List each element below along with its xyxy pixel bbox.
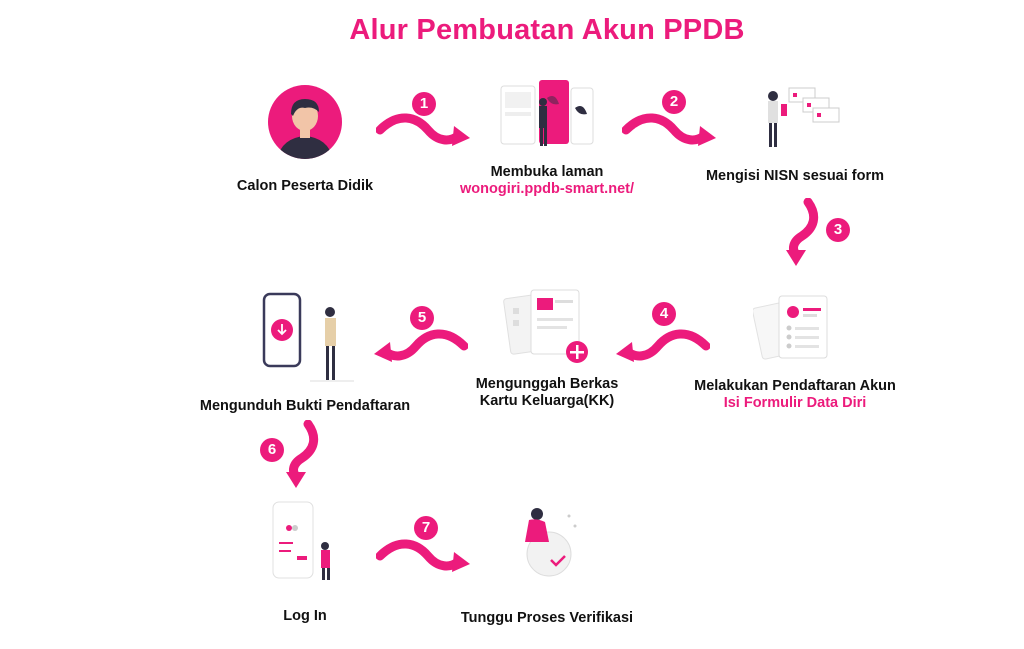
step-label: Tunggu Proses Verifikasi: [460, 610, 634, 626]
step-label: Calon Peserta Didik: [236, 178, 374, 194]
step-number-badge: 3: [826, 218, 850, 242]
website-browsing-icon: [500, 80, 594, 146]
step-mengisi-nisn: Mengisi NISN sesuai form: [675, 84, 915, 185]
flow-arrow-4: [616, 329, 710, 362]
page-title: Alur Pembuatan Akun PPDB: [349, 14, 745, 46]
step-mengunggah-berkas: Mengunggah Berkas Kartu Keluarga(KK): [427, 286, 667, 410]
step-mengunduh-bukti: Mengunduh Bukti Pendaftaran: [185, 290, 425, 415]
student-avatar-icon: [268, 85, 342, 159]
flow-arrow-6: [286, 420, 319, 488]
step-membuka-laman: Membuka laman wonogiri.ppdb-smart.net/: [427, 78, 667, 198]
step-pendaftaran-akun: Melakukan Pendaftaran Akun Isi Formulir …: [675, 290, 915, 412]
login-phone-icon: [272, 501, 330, 580]
step-number-badge: 4: [652, 302, 676, 326]
step-label: Mengunggah Berkas: [475, 376, 619, 392]
step-calon-peserta-didik: Calon Peserta Didik: [185, 84, 425, 195]
step-number-badge: 2: [662, 90, 686, 114]
step-number-badge: 7: [414, 516, 438, 540]
download-proof-icon: [262, 292, 354, 382]
step-number-badge: 5: [410, 306, 434, 330]
upload-file-icon: [503, 289, 588, 363]
step-number-badge: 1: [412, 92, 436, 116]
step-label: Log In: [283, 608, 327, 624]
step-log-in: Log In: [185, 498, 425, 625]
verification-icon: [525, 508, 577, 577]
step-label: Mengisi NISN sesuai form: [705, 168, 885, 184]
step-number-badge: 6: [260, 438, 284, 462]
step-sublabel: Isi Formulir Data Diri: [723, 395, 867, 411]
flow-arrow-5: [374, 329, 468, 362]
flow-arrow-7: [376, 539, 470, 572]
flow-arrow-1: [376, 113, 470, 146]
step-sublabel: wonogiri.ppdb-smart.net/: [460, 181, 634, 197]
step-tunggu-verifikasi: Tunggu Proses Verifikasi: [427, 504, 667, 627]
registration-form-icon: [753, 295, 828, 360]
step-label: Membuka laman: [490, 164, 604, 180]
flow-arrow-2: [622, 113, 716, 146]
form-filling-icon: [768, 87, 840, 147]
step-label-line2: Kartu Keluarga(KK): [479, 393, 615, 409]
step-label: Mengunduh Bukti Pendaftaran: [199, 398, 411, 414]
step-label: Melakukan Pendaftaran Akun: [694, 378, 896, 394]
flow-arrow-3: [786, 198, 819, 266]
